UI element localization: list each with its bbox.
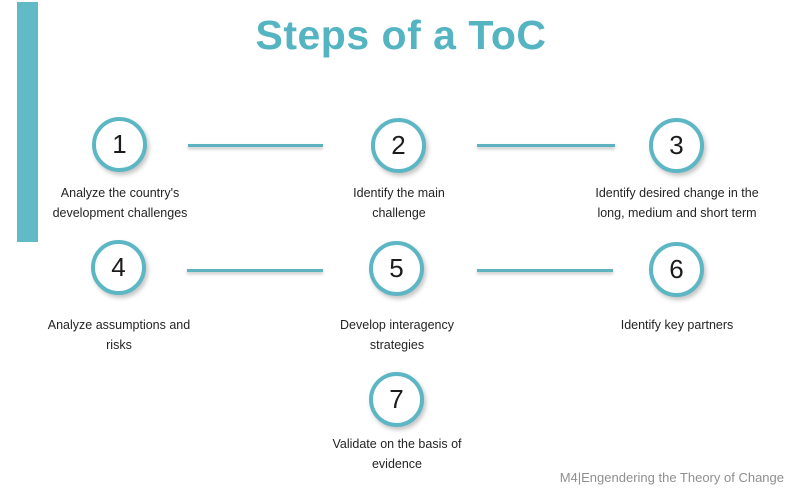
step-circle-7: 7 [369,372,424,427]
step-circle-4: 4 [91,240,146,295]
connector-line-2-3 [477,144,615,147]
connector-line-5-6 [477,269,613,272]
step-label-4: Analyze assumptions and risks [47,318,191,352]
connector-line-4-5 [187,269,323,272]
step-label-1: Analyze the country's development challe… [52,186,188,220]
step-label-6: Identify key partners [620,318,734,332]
step-number: 6 [669,254,684,284]
slide-title: Steps of a ToC [255,12,547,58]
step-label-3: Identify desired change in the long, med… [595,186,759,220]
step-number: 4 [111,252,126,282]
step-label-2: Identify the main challenge [353,186,445,220]
step-number: 2 [391,130,406,160]
step-number: 3 [669,130,684,160]
step-circle-1: 1 [92,117,147,172]
step-number: 1 [112,129,127,159]
step-number: 7 [389,384,404,414]
step-circle-3: 3 [649,118,704,173]
left-accent-bar [17,2,38,242]
step-circle-6: 6 [649,242,704,297]
step-label-7: Validate on the basis of evidence [332,437,462,471]
connector-line-1-2 [188,144,323,147]
step-label-5: Develop interagency strategies [340,318,454,352]
step-circle-5: 5 [369,241,424,296]
slide-footer: M4|Engendering the Theory of Change [559,470,784,485]
step-number: 5 [389,253,404,283]
step-circle-2: 2 [371,118,426,173]
